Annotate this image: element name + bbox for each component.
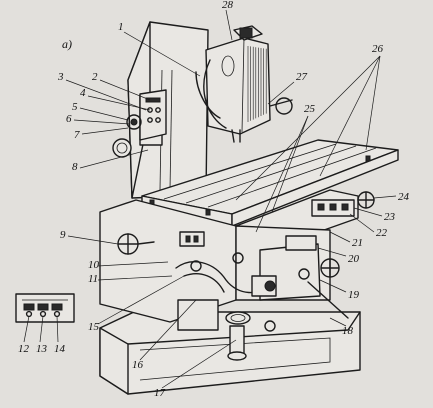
callout-20: 20 (348, 253, 360, 265)
leader-2 (99, 79, 151, 101)
leader-7 (81, 127, 129, 135)
leader-10 (97, 261, 169, 267)
leader-23 (353, 207, 383, 217)
leader-25-extra-0 (255, 115, 309, 233)
callout-3: 3 (57, 71, 64, 83)
knee (99, 199, 349, 323)
pendant-box (15, 293, 75, 323)
leader-3 (65, 79, 147, 111)
callout-18: 18 (342, 325, 354, 337)
callout-6: 6 (66, 113, 72, 125)
callout-12: 12 (18, 343, 30, 355)
callout-17: 17 (154, 387, 166, 399)
callout-7: 7 (74, 129, 80, 141)
leader-27 (267, 81, 295, 105)
callout-24: 24 (398, 191, 410, 203)
callout-13: 13 (36, 343, 48, 355)
callout-26: 26 (372, 43, 384, 55)
leader-26 (319, 55, 381, 177)
callout-8: 8 (72, 161, 78, 173)
callout-27: 27 (296, 71, 308, 83)
callout-11: 11 (88, 273, 98, 285)
leader-15 (97, 275, 185, 325)
leader-28 (225, 9, 233, 41)
leader-12 (23, 315, 30, 343)
callout-leaders (23, 9, 397, 389)
callout-22: 22 (376, 227, 388, 239)
leader-14 (56, 315, 59, 343)
callout-9: 9 (60, 229, 66, 241)
leader-25 (271, 115, 309, 213)
leader-26-extra-2 (365, 55, 381, 151)
callout-28: 28 (222, 0, 234, 11)
leader-11 (97, 275, 173, 281)
leader-18 (329, 317, 347, 327)
leader-22 (349, 213, 375, 233)
leader-13 (39, 315, 44, 343)
top-ring (221, 55, 235, 77)
spindle-head (195, 25, 293, 143)
figure-label: a) (62, 37, 72, 51)
control-panel (112, 89, 167, 158)
callout-1: 1 (118, 21, 124, 33)
leader-19 (319, 279, 347, 293)
callout-4: 4 (80, 87, 86, 99)
callout-2: 2 (92, 71, 98, 83)
callout-14: 14 (54, 343, 66, 355)
leader-24 (373, 195, 397, 199)
callout-23: 23 (384, 211, 396, 223)
leader-16 (139, 299, 197, 361)
callout-16: 16 (132, 359, 144, 371)
callout-19: 19 (348, 289, 360, 301)
leader-5 (79, 107, 129, 121)
callout-5: 5 (72, 101, 78, 113)
work-table (141, 139, 399, 227)
callout-25: 25 (304, 103, 316, 115)
leader-26-extra-1 (235, 55, 381, 201)
callout-10: 10 (88, 259, 100, 271)
leader-20 (317, 247, 347, 257)
leader-9 (67, 235, 119, 245)
leader-6 (73, 119, 131, 125)
leader-17 (161, 339, 237, 389)
elevating-screw (177, 299, 276, 361)
callout-21: 21 (352, 237, 363, 249)
leader-8 (79, 149, 149, 169)
callout-15: 15 (88, 321, 100, 333)
leader-21 (329, 231, 351, 243)
leader-4 (87, 95, 151, 111)
leader-1 (123, 31, 201, 77)
